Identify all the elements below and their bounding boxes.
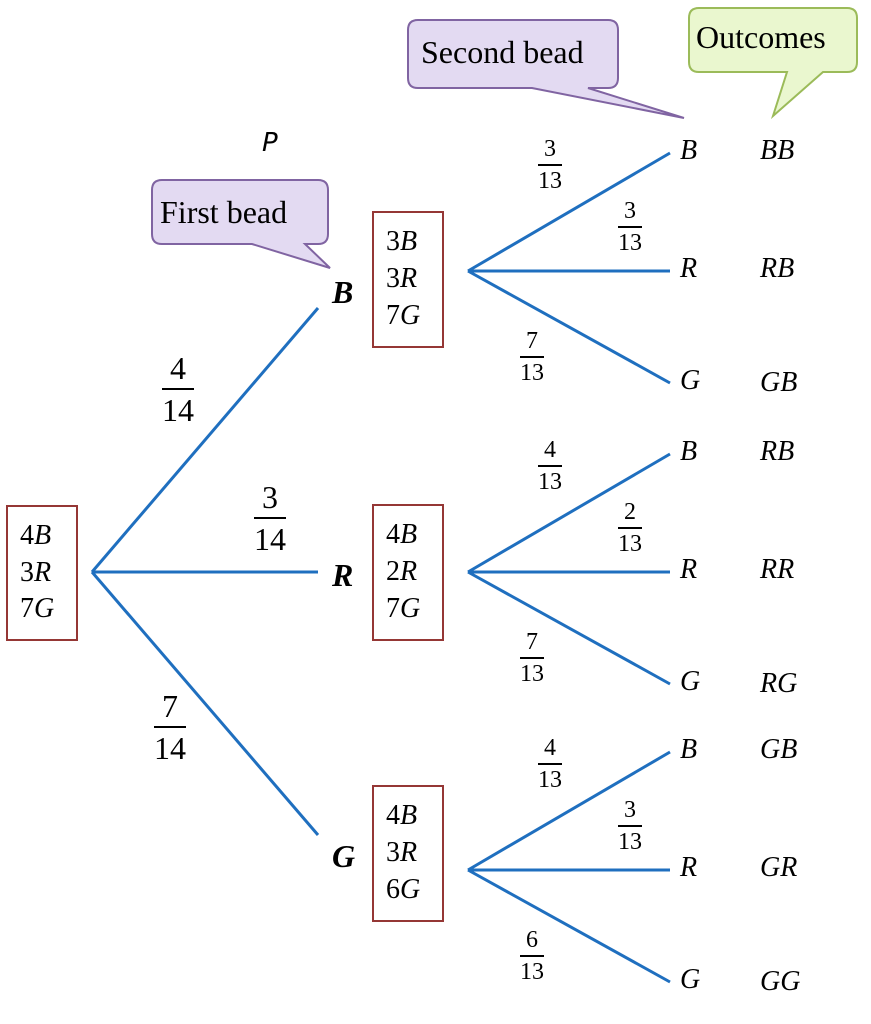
branch-second-green-blue (467, 750, 671, 872)
count-green: 6G (386, 873, 421, 905)
leaf-red-green: G (680, 666, 701, 697)
node-first-green: G (332, 838, 356, 874)
fraction-bar (520, 356, 544, 358)
outcome-red-red: RR (760, 554, 795, 585)
root-bag-box: 4B 3R 7G (6, 505, 78, 641)
callout-outcomes (688, 7, 858, 120)
numerator: 4 (544, 735, 556, 761)
root-count-green: 7G (20, 593, 55, 625)
count-red: 3R (386, 263, 418, 295)
callout-first-bead (151, 179, 331, 269)
branch-first-blue (90, 307, 320, 573)
probability-symbol: P (262, 128, 278, 158)
callout-outcomes-label: Outcomes (696, 19, 826, 55)
count-green: 7G (386, 299, 421, 331)
branch-lines (90, 151, 671, 984)
callout-outcomes-shape (688, 7, 858, 120)
callout-second-bead-shape (407, 19, 685, 119)
denominator: 13 (618, 531, 642, 557)
root-count-blue: 4B (20, 519, 52, 551)
fraction-bar (520, 955, 544, 957)
outcome-green-green: GG (760, 966, 801, 997)
numerator: 7 (526, 629, 538, 655)
bag-after-blue-box: 3B 3R 7G (372, 211, 444, 348)
branch-second-green-green (467, 868, 671, 984)
fraction-bar (538, 164, 562, 166)
branch-second-blue-green (467, 269, 671, 385)
outcome-red-blue: RB (760, 436, 795, 467)
outcome-blue-green: GB (760, 367, 798, 398)
denominator: 13 (538, 168, 562, 194)
denominator: 13 (538, 767, 562, 793)
fraction-bar (618, 825, 642, 827)
numerator: 3 (544, 136, 556, 162)
count-red: 2R (386, 556, 418, 588)
fraction-bar (538, 763, 562, 765)
branch-first-green (90, 571, 320, 836)
leaf-red-blue: B (680, 436, 698, 467)
numerator: 6 (526, 927, 538, 953)
outcome-blue-red: RB (760, 253, 795, 284)
numerator: 3 (624, 198, 636, 224)
numerator: 3 (624, 797, 636, 823)
branch-second-red-blue (467, 452, 671, 574)
callout-second-bead-label: Second bead (421, 34, 584, 70)
leaf-blue-red: R (680, 253, 698, 284)
node-first-blue: B (332, 274, 354, 310)
leaf-green-green: G (680, 964, 701, 995)
numerator: 2 (624, 499, 636, 525)
fraction-bar (618, 527, 642, 529)
denominator: 13 (520, 959, 544, 985)
count-red: 3R (386, 837, 418, 869)
outcome-blue-blue: BB (760, 135, 795, 166)
fraction-bar (618, 226, 642, 228)
leaf-green-red: R (680, 852, 698, 883)
outcome-green-red: GR (760, 852, 798, 883)
denominator: 13 (618, 829, 642, 855)
count-blue: 3B (386, 226, 418, 258)
leaf-blue-blue: B (680, 135, 698, 166)
callout-second-bead (407, 19, 685, 119)
denominator: 13 (618, 230, 642, 256)
leaf-green-blue: B (680, 734, 698, 765)
callout-first-bead-label: First bead (160, 194, 288, 230)
count-green: 7G (386, 592, 421, 624)
numerator: 7 (526, 328, 538, 354)
callout-first-bead-shape (151, 179, 331, 269)
denominator: 13 (520, 661, 544, 687)
fraction-bar (538, 465, 562, 467)
denominator: 13 (538, 469, 562, 495)
leaf-red-red: R (680, 554, 698, 585)
count-blue: 4B (386, 519, 418, 551)
outcome-green-blue: GB (760, 734, 798, 765)
bag-after-red-box: 4B 2R 7G (372, 504, 444, 641)
node-first-red: R (332, 557, 354, 593)
bag-after-green-box: 4B 3R 6G (372, 785, 444, 922)
count-blue: 4B (386, 800, 418, 832)
branch-second-red-green (467, 570, 671, 686)
outcome-red-green: RG (760, 668, 798, 699)
root-count-red: 3R (20, 556, 52, 588)
numerator: 4 (544, 437, 556, 463)
branch-second-blue-blue (467, 151, 671, 273)
denominator: 13 (520, 360, 544, 386)
fraction-bar (520, 657, 544, 659)
leaf-blue-green: G (680, 365, 701, 396)
